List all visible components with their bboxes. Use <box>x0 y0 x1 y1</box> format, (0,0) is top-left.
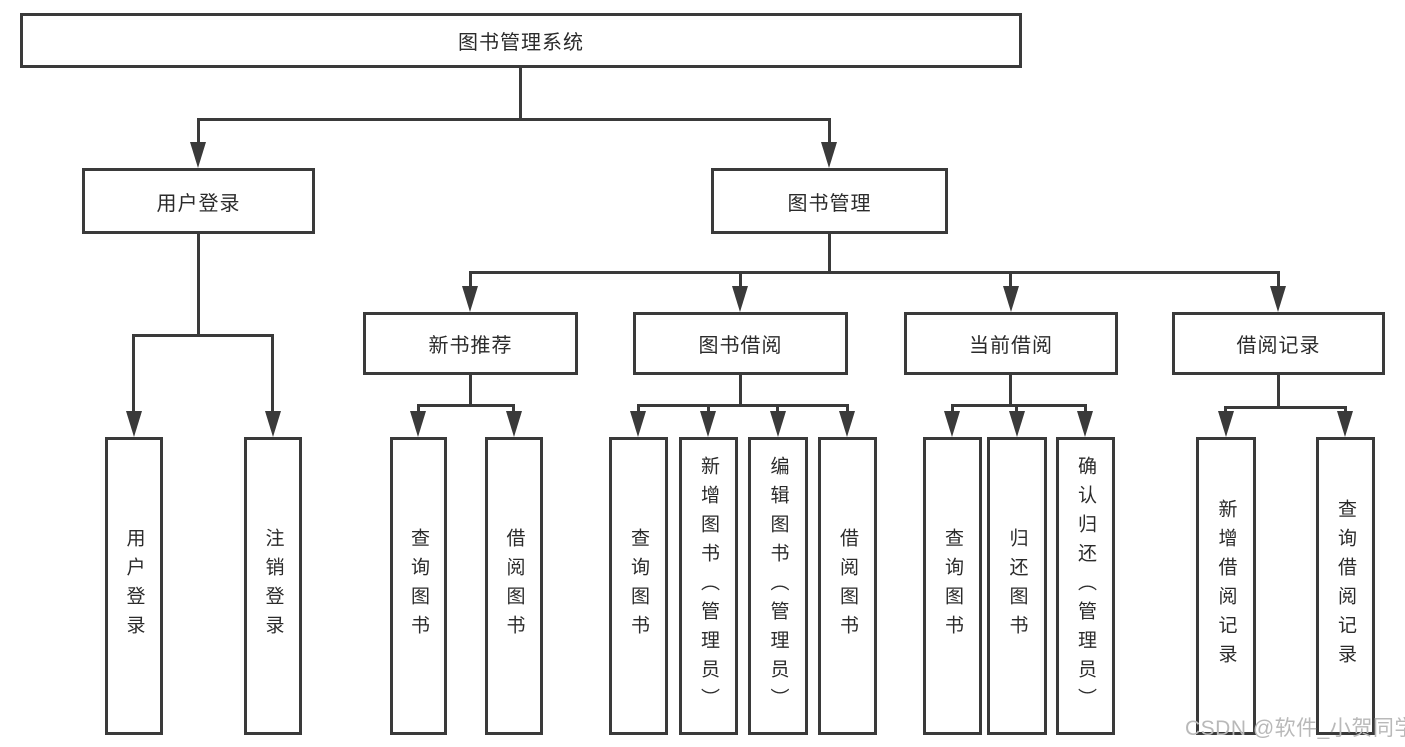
node-book-management: 图书管理 <box>711 168 948 234</box>
arrowhead-bb-add <box>700 411 716 437</box>
arrowhead-nb-query <box>410 411 426 437</box>
leaf-cb-query-books: 查询图书 <box>923 437 982 735</box>
connector-stem-cb-query <box>951 404 954 416</box>
csdn-watermark: CSDN @软件_小贺同学 <box>1185 717 1405 740</box>
connector-borrowing-trunk <box>739 375 742 405</box>
node-root: 图书管理系统 <box>20 13 1022 68</box>
leaf-user-login: 用户登录 <box>105 437 163 735</box>
connector-stem-nb-borrow <box>512 404 515 416</box>
arrowhead-cb-return <box>1009 411 1025 437</box>
leaf-cb-confirm-return-admin: 确认归还（管理员） <box>1056 437 1115 735</box>
arrowhead-new-book <box>462 286 478 312</box>
leaf-logout: 注销登录 <box>244 437 302 735</box>
connector-stem-borrowing-records <box>1277 271 1280 289</box>
connector-newbook-trunk <box>469 375 472 405</box>
connector-stem-book-management <box>828 118 831 146</box>
node-book-borrowing: 图书借阅 <box>633 312 848 375</box>
connector-l3-bus <box>469 271 1280 274</box>
connector-l2-bus <box>197 118 831 121</box>
arrowhead-leaf-logout <box>265 411 281 437</box>
connector-stem-book-borrowing <box>739 271 742 289</box>
arrowhead-book-borrowing <box>732 286 748 312</box>
connector-user-trunk <box>197 234 200 335</box>
connector-stem-current-borrowing <box>1009 271 1012 289</box>
node-borrowing-records: 借阅记录 <box>1172 312 1385 375</box>
leaf-rec-add-borrow-record: 新增借阅记录 <box>1196 437 1256 735</box>
arrowhead-borrowing-records <box>1270 286 1286 312</box>
leaf-bb-edit-books-admin: 编辑图书（管理员） <box>748 437 808 735</box>
leaf-rec-query-borrow-record: 查询借阅记录 <box>1316 437 1375 735</box>
arrowhead-rec-query <box>1337 411 1353 437</box>
leaf-nb-query-books: 查询图书 <box>390 437 447 735</box>
connector-stem-bb-query <box>637 404 640 416</box>
connector-stem-user-login <box>197 118 200 146</box>
connector-current-trunk <box>1009 375 1012 405</box>
arrowhead-book-management <box>821 142 837 168</box>
connector-stem-bb-borrow <box>846 404 849 416</box>
arrowhead-bb-query <box>630 411 646 437</box>
leaf-nb-borrow-books: 借阅图书 <box>485 437 543 735</box>
arrowhead-cb-confirm <box>1077 411 1093 437</box>
connector-records-trunk <box>1277 375 1280 407</box>
connector-stem-bb-edit <box>776 404 779 416</box>
arrowhead-rec-add <box>1218 411 1234 437</box>
connector-stem-cb-return <box>1015 404 1018 416</box>
arrowhead-leaf-user-login <box>126 411 142 437</box>
connector-current-bus <box>951 404 1087 407</box>
connector-root-trunk <box>519 68 522 119</box>
connector-stem-leaf-user-login <box>132 334 135 414</box>
connector-stem-bb-add <box>707 404 710 416</box>
leaf-bb-add-books-admin: 新增图书（管理员） <box>679 437 738 735</box>
node-user-login: 用户登录 <box>82 168 315 234</box>
leaf-bb-borrow-books: 借阅图书 <box>818 437 877 735</box>
arrowhead-nb-borrow <box>506 411 522 437</box>
connector-records-bus <box>1224 406 1347 409</box>
connector-user-bus <box>132 334 274 337</box>
arrowhead-cb-query <box>944 411 960 437</box>
connector-borrowing-bus <box>637 404 849 407</box>
arrowhead-user-login <box>190 142 206 168</box>
node-current-borrowing: 当前借阅 <box>904 312 1118 375</box>
leaf-bb-query-books: 查询图书 <box>609 437 668 735</box>
connector-newbook-bus <box>417 404 515 407</box>
connector-stem-new-book <box>469 271 472 289</box>
leaf-cb-return-books: 归还图书 <box>987 437 1047 735</box>
arrowhead-bb-edit <box>770 411 786 437</box>
arrowhead-current-borrowing <box>1003 286 1019 312</box>
connector-stem-leaf-logout <box>271 334 274 414</box>
connector-stem-cb-confirm <box>1084 404 1087 416</box>
arrowhead-bb-borrow <box>839 411 855 437</box>
connector-stem-nb-query <box>417 404 420 416</box>
node-new-book-recommend: 新书推荐 <box>363 312 578 375</box>
connector-management-trunk <box>828 234 831 272</box>
